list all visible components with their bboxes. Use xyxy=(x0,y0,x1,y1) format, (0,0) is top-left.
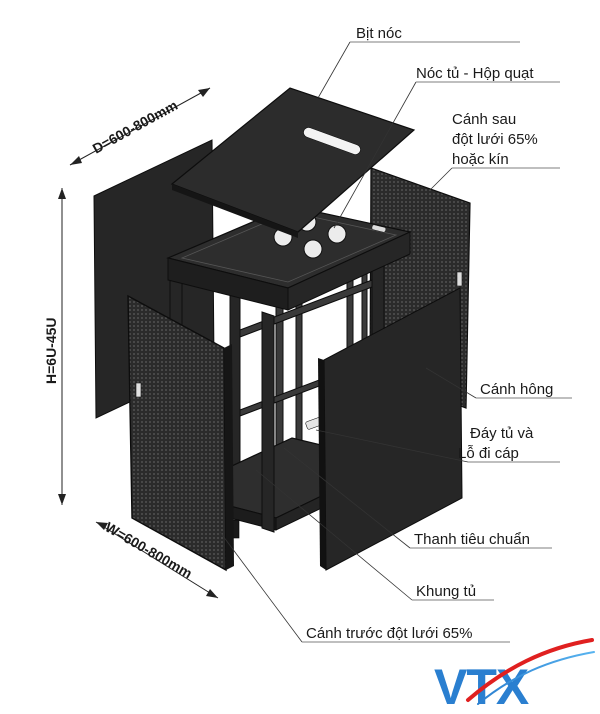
svg-text:Khung tủ: Khung tủ xyxy=(416,583,476,600)
right-side-panel xyxy=(323,287,463,571)
svg-text:Cánh hông: Cánh hông xyxy=(480,381,553,398)
svg-text:đột lưới 65%: đột lưới 65% xyxy=(452,131,538,148)
callout-rear-door: Cánh sau đột lưới 65% hoặc kín xyxy=(429,111,560,191)
callout-top-cover: Bịt nóc xyxy=(317,25,520,99)
roof-fan-box xyxy=(166,205,412,311)
callout-bottom: Đáy tủ và Lỗ đi cáp xyxy=(315,425,560,463)
svg-text:hoặc kín: hoặc kín xyxy=(452,151,509,168)
svg-text:Cánh sau: Cánh sau xyxy=(452,111,516,128)
logo-swoosh-icon xyxy=(466,638,594,702)
svg-text:Bịt nóc: Bịt nóc xyxy=(356,25,402,42)
front-mesh-door xyxy=(127,294,234,572)
callout-front-door: Cánh trước đột lưới 65% xyxy=(219,531,510,643)
svg-text:Nóc tủ - Hộp quạt: Nóc tủ - Hộp quạt xyxy=(416,65,534,82)
svg-text:H=6U-45U: H=6U-45U xyxy=(43,317,59,384)
svg-text:D=600-800mm: D=600-800mm xyxy=(90,97,180,157)
callout-side-panel: Cánh hông xyxy=(425,367,572,399)
vtx-logo: VTX xyxy=(434,638,595,714)
top-cover xyxy=(170,87,416,238)
svg-text:Cánh trước đột lưới 65%: Cánh trước đột lưới 65% xyxy=(306,625,473,642)
front-door-handle-icon xyxy=(135,382,142,398)
callout-rail: Thanh tiêu chuẩn xyxy=(283,447,552,549)
svg-text:Đáy tủ và: Đáy tủ và xyxy=(470,425,534,442)
fan-hole-4 xyxy=(327,224,347,244)
callout-roof-fan: Nóc tủ - Hộp quạt xyxy=(333,65,560,229)
top-cover-slot xyxy=(303,127,361,155)
svg-text:Lỗ đi cáp: Lỗ đi cáp xyxy=(458,445,519,462)
svg-text:Thanh tiêu chuẩn: Thanh tiêu chuẩn xyxy=(414,531,530,548)
callout-frame: Khung tủ xyxy=(255,469,494,601)
height-dimension: H=6U-45U xyxy=(43,188,66,505)
rear-door-handle-icon xyxy=(456,271,463,287)
fan-hole-3 xyxy=(303,239,323,259)
